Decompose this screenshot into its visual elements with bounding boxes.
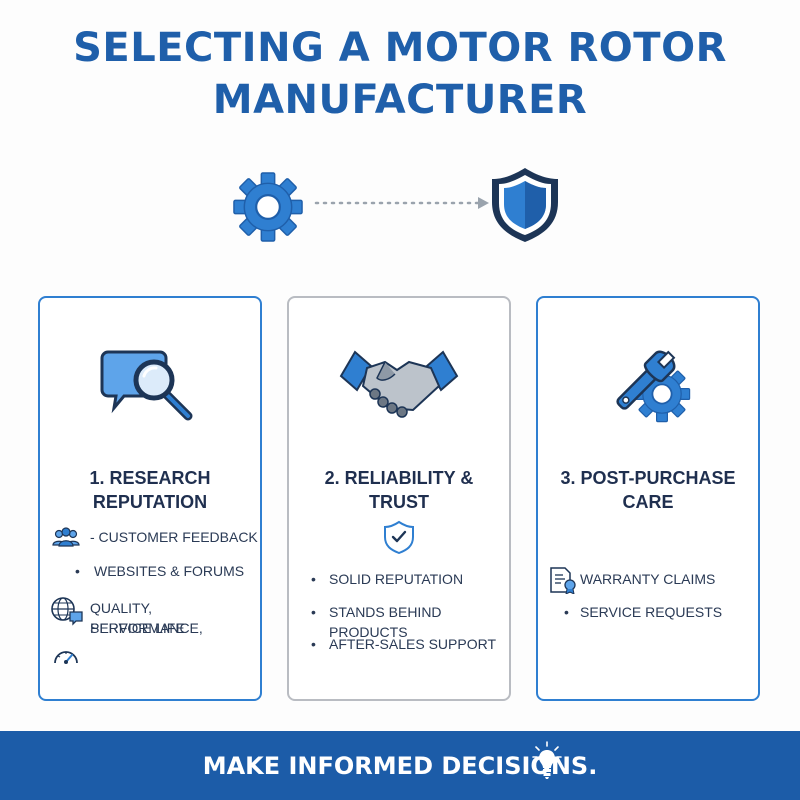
gauge-icon [52,646,80,671]
bullet: • [564,604,569,620]
footer-banner: MAKE INFORMED DECISIONS. [0,731,800,800]
people-icon [52,526,80,553]
card-title: 2. RELIABILITY & TRUST [324,468,474,512]
globe-chat-icon [50,596,84,631]
bullet: • [311,636,316,652]
shield-check-icon [383,520,415,559]
list-item-continued: SERVICE LIFE [90,620,185,636]
handshake-icon [289,346,509,426]
list-item: STANDS BEHIND PRODUCTS [329,604,442,640]
hero-diagram [0,160,800,250]
card-title: 3. POST-PURCHASE [560,468,736,488]
gear-icon [232,171,304,243]
bullet: • [311,604,316,620]
list-item: WARRANTY CLAIMS [580,571,716,587]
card-reliability-trust: 2. RELIABILITY & TRUST • SOLID REPUTATIO… [287,296,511,701]
list-item: SERVICE REQUESTS [580,604,723,620]
card-title-continued: CARE [622,492,674,512]
card-research-reputation: 1. RESEARCH REPUTATION - CUSTOMER FEEDBA… [38,296,262,701]
lightbulb-icon [532,741,562,786]
dotted-arrow [314,197,489,209]
card-title: 1. RESEARCH REPUTATION [89,468,211,512]
bullet: • [311,571,316,587]
page-title: SELECTING A MOTOR ROTOR MANUFACTURER [73,25,727,123]
list-item: AFTER-SALES SUPPORT [329,636,497,652]
bullet: • [75,563,80,579]
list-item: WEBSITES & FORUMS [94,563,245,579]
card-post-purchase-care: 3. POST-PURCHASE CARE WARRANTY CLAIMS • … [536,296,760,701]
shield-icon [492,168,558,242]
list-item: SOLID REPUTATION [329,571,464,587]
footer-text: MAKE INFORMED DECISIONS. [202,752,598,780]
magnifier-chat-icon [40,346,260,426]
list-item: QUALITY, PERFORMANCE, [90,600,203,636]
hero-svg [232,168,558,243]
wrench-gear-icon [538,346,758,426]
certificate-icon [548,566,578,599]
list-item: - CUSTOMER FEEDBACK [90,529,258,545]
